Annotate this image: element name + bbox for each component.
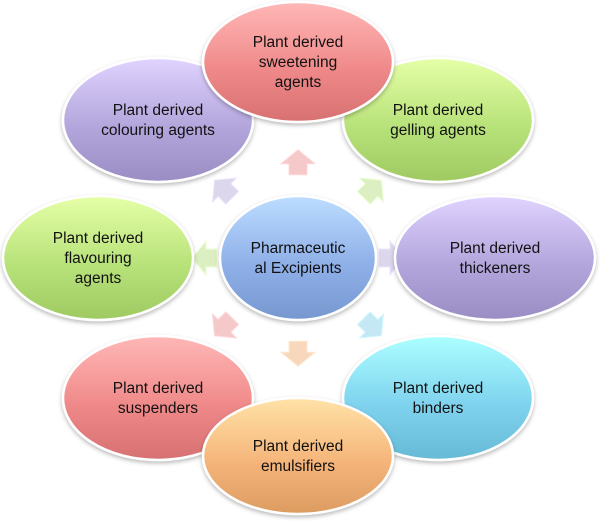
center-node-label-line: al Excipients [254,260,341,277]
node-thickeners-label-line: Plant derived [450,240,540,257]
node-colouring-label-line: colouring agents [101,122,215,139]
node-suspenders: Plant derived suspenders [61,334,255,462]
arrow-flavouring-icon [191,239,218,277]
center-node: Pharmaceutic al Excipients [218,194,378,322]
arrow-colouring-icon [211,177,240,205]
node-suspenders-label-line: Plant derived [113,380,203,397]
arrow-emulsifiers-icon [279,340,317,367]
node-suspenders-label-line: suspenders [118,400,198,417]
node-emulsifiers-label-line: emulsifiers [261,458,335,475]
node-flavouring-label-line: agents [75,270,122,287]
node-binders-label-line: binders [413,400,464,417]
node-flavouring-label-line: Plant derived [53,230,143,247]
center-node-ellipse [218,194,378,322]
node-colouring: Plant derived colouring agents [61,56,255,184]
node-thickeners-ellipse [393,194,597,322]
node-sweetening-ellipse [201,0,395,124]
node-emulsifiers-ellipse [201,396,395,516]
node-colouring-ellipse [61,56,255,184]
node-sweetening: Plant derived sweetening agents [201,0,395,124]
node-binders-label-line: Plant derived [393,380,483,397]
node-gelling-label-line: Plant derived [393,102,483,119]
node-flavouring-ellipse [1,194,195,322]
node-binders: Plant derived binders [341,334,535,462]
node-flavouring: Plant derived flavouring agents [1,194,195,322]
node-suspenders-ellipse [61,334,255,462]
arrow-suspenders-icon [211,311,240,339]
node-sweetening-label-line: agents [275,74,322,91]
node-thickeners-label-line: thickeners [460,260,531,277]
arrow-sweetening-icon [279,149,317,176]
node-flavouring-label-line: flavouring [64,250,131,267]
arrow-binders-icon [356,311,385,339]
node-sweetening-label-line: sweetening [259,54,337,71]
node-gelling: Plant derived gelling agents [341,56,535,184]
node-thickeners: Plant derived thickeners [393,194,597,322]
arrow-gelling-icon [356,177,385,205]
node-colouring-label-line: Plant derived [113,102,203,119]
center-node-label-line: Pharmaceutic [251,240,346,257]
node-binders-ellipse [341,334,535,462]
node-emulsifiers: Plant derived emulsifiers [201,396,395,516]
node-sweetening-label-line: Plant derived [253,34,343,51]
node-gelling-label-line: gelling agents [390,122,486,139]
node-gelling-ellipse [341,56,535,184]
node-emulsifiers-label-line: Plant derived [253,438,343,455]
